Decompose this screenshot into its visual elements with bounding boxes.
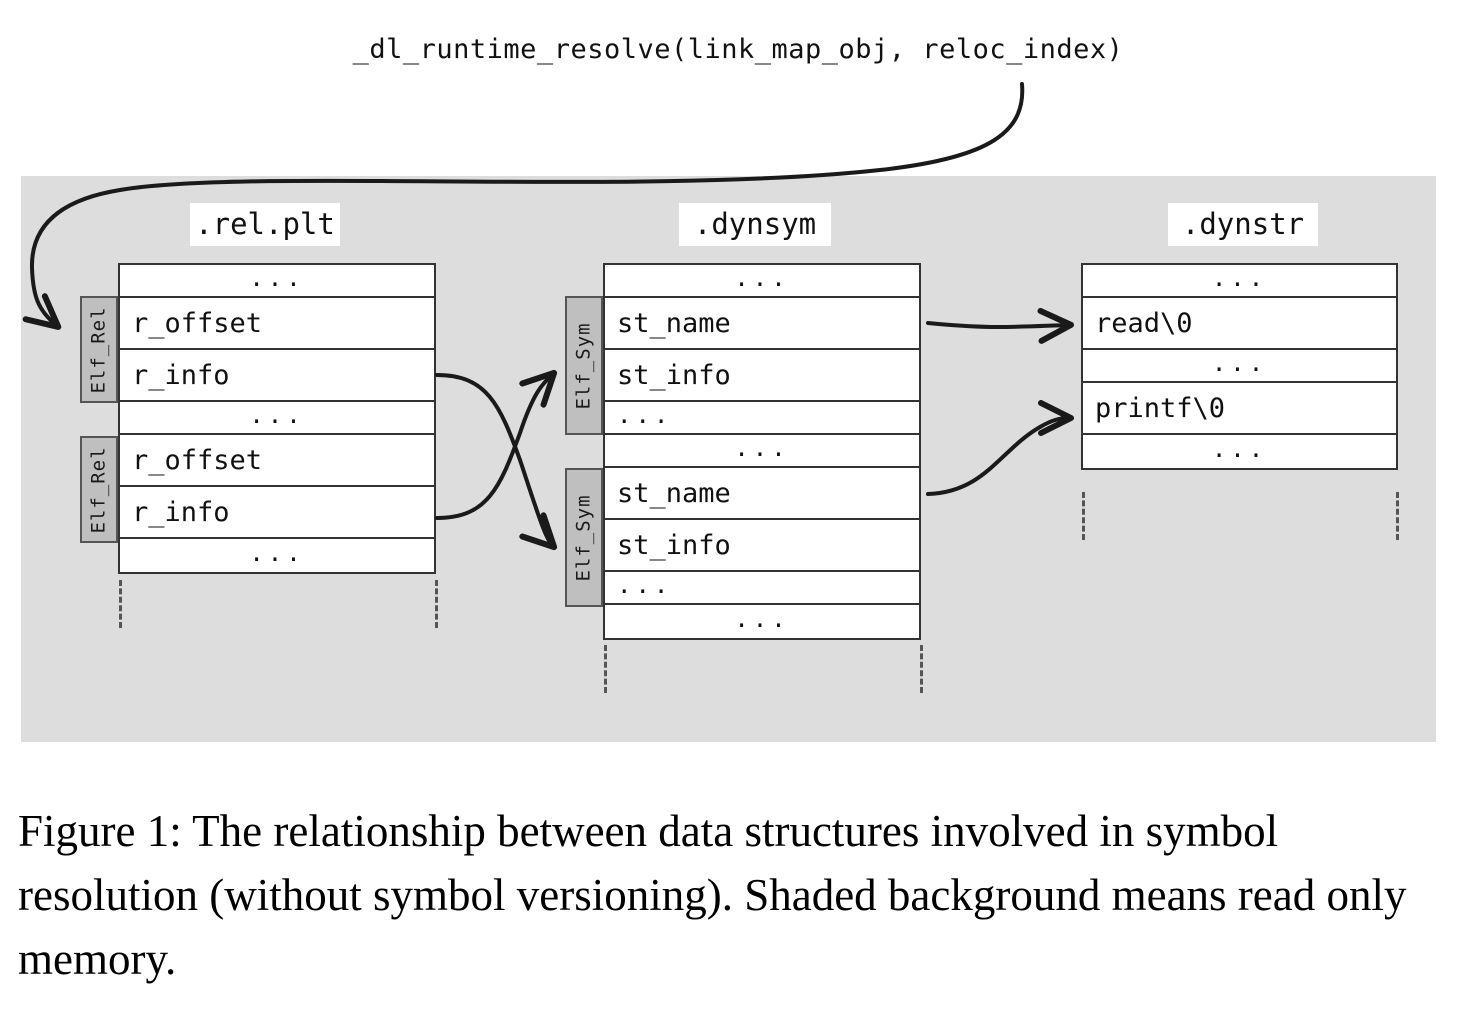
struct-tab-label: Elf_Sym: [573, 321, 596, 410]
table-row: ...: [120, 539, 434, 572]
struct-tab-elf-sym-1: Elf_Sym: [565, 296, 603, 435]
table-row: ...: [1083, 349, 1396, 383]
table-row: ...: [1083, 435, 1396, 468]
continuation-dash-dynstr-right: [1396, 492, 1399, 540]
table-row: ...: [605, 434, 919, 468]
table-row: read\0: [1083, 298, 1396, 350]
table-row: ...: [1083, 264, 1396, 298]
table-row: printf\0: [1083, 383, 1396, 435]
figure-caption: Figure 1: The relationship between data …: [18, 806, 1407, 984]
continuation-dash-dynsym-right: [920, 645, 923, 693]
table-row: ...: [605, 571, 919, 605]
continuation-dash-rel-plt-right: [435, 580, 438, 628]
table-row: r_offset: [120, 298, 434, 350]
continuation-dash-dynsym-left: [604, 645, 607, 693]
table-row: st_info: [605, 350, 919, 402]
section-title-rel-plt: .rel.plt: [190, 203, 340, 246]
struct-tab-label: Elf_Rel: [88, 305, 111, 394]
rel-plt-table: ... r_offset r_info ... r_offset r_info …: [118, 263, 436, 574]
table-row: r_offset: [120, 435, 434, 487]
struct-tab-elf-rel-1: Elf_Rel: [80, 296, 118, 403]
table-row: ...: [605, 605, 919, 638]
struct-tab-label: Elf_Rel: [88, 445, 111, 534]
table-row: st_name: [605, 468, 919, 520]
struct-tab-elf-rel-2: Elf_Rel: [80, 436, 118, 543]
continuation-dash-dynstr-left: [1082, 492, 1085, 540]
section-title-dynstr: .dynstr: [1168, 203, 1318, 246]
table-row: r_info: [120, 350, 434, 402]
dl-runtime-resolve-call-label: _dl_runtime_resolve(link_map_obj, reloc_…: [352, 34, 1124, 65]
table-row: st_name: [605, 298, 919, 350]
dynstr-table: ... read\0 ... printf\0 ...: [1081, 263, 1398, 470]
table-row: st_info: [605, 520, 919, 572]
section-title-dynsym: .dynsym: [679, 203, 831, 246]
table-row: ...: [120, 264, 434, 298]
table-row: ...: [605, 264, 919, 298]
struct-tab-label: Elf_Sym: [573, 493, 596, 582]
continuation-dash-rel-plt-left: [119, 580, 122, 628]
table-row: r_info: [120, 487, 434, 539]
struct-tab-elf-sym-2: Elf_Sym: [565, 468, 603, 607]
table-row: ...: [120, 401, 434, 435]
table-row: ...: [605, 401, 919, 435]
dynsym-table: ... st_name st_info ... ... st_name st_i…: [603, 263, 921, 640]
